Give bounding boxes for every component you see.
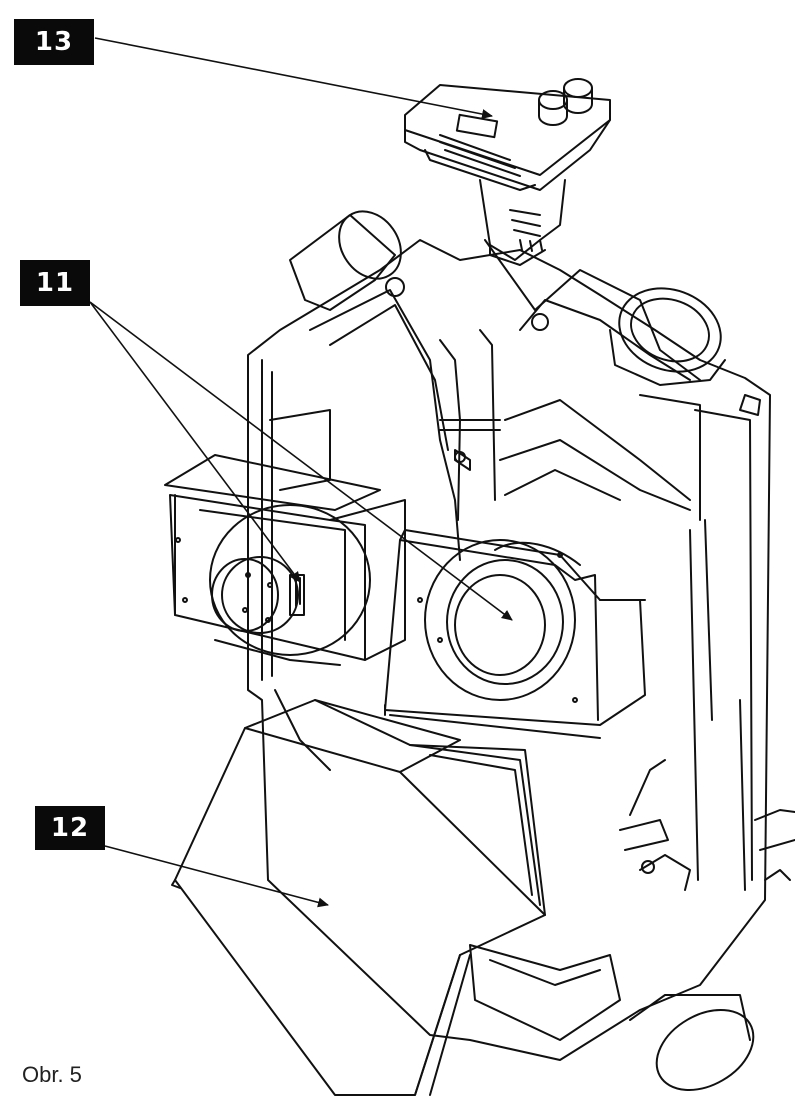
callout-13-label: 13 — [34, 27, 74, 57]
center-divider — [309, 239, 701, 561]
leader-11-a — [89, 301, 301, 583]
duct-collar-top-left — [289, 210, 402, 311]
figure-caption: Obr. 5 — [22, 1062, 82, 1087]
housing-details — [454, 451, 691, 891]
callout-13: 13 — [14, 19, 94, 65]
fan-center — [384, 529, 646, 739]
leader-13 — [94, 37, 493, 119]
heat-exchanger-core — [171, 699, 546, 1096]
housing-shell — [247, 239, 795, 1061]
callout-12-label: 12 — [50, 813, 90, 843]
duct-collar-bottom-right — [629, 994, 755, 1091]
control-box — [404, 78, 611, 266]
leader-11-b — [89, 301, 513, 621]
duct-collar-bottom — [469, 944, 621, 1041]
callout-12: 12 — [35, 806, 105, 850]
fan-left — [164, 454, 406, 666]
callout-11: 11 — [20, 260, 90, 306]
duct-collar-top-right — [609, 287, 726, 386]
leader-12 — [104, 845, 329, 908]
callout-11-label: 11 — [35, 268, 75, 298]
